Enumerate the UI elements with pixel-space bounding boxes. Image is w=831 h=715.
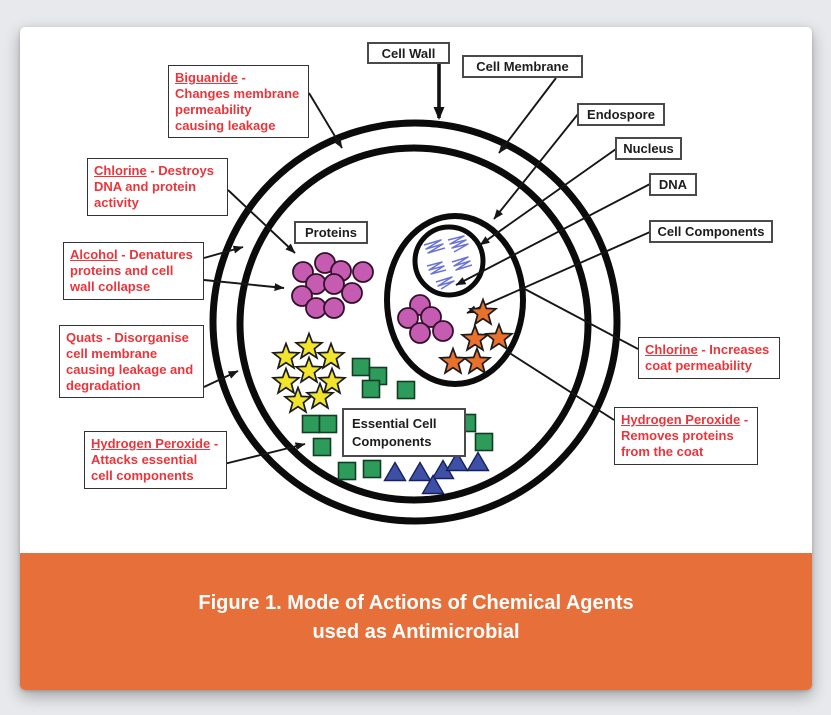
label-nucleus-text: Nucleus — [623, 141, 674, 156]
annotation-chlorine-increases-text: - Increases coat permeability — [645, 342, 770, 373]
protein-dot — [352, 261, 374, 283]
figure-caption-line2: used as Antimicrobial — [312, 621, 520, 643]
green-square — [337, 461, 357, 481]
label-nucleus: Nucleus — [615, 137, 682, 160]
label-cell-components-text: Cell Components — [657, 224, 765, 239]
green-square — [318, 414, 338, 434]
label-endospore-text: Endospore — [587, 107, 655, 122]
green-square — [474, 432, 494, 452]
protein-dot — [323, 273, 345, 295]
annotation-hydrogen-peroxide-attacks: Hydrogen Peroxide - Attacks essential ce… — [84, 431, 227, 489]
annotation-quats: Quats - Disorganise cell membrane causin… — [59, 325, 204, 399]
hydrogen-peroxide-attacks-arrow — [223, 442, 306, 465]
connector-arrows — [203, 64, 651, 465]
annotation-chlorine-increases-term: Chlorine — [645, 342, 698, 357]
annotation-chlorine-increases: Chlorine - Increases coat permeability — [638, 337, 780, 379]
annotation-hydrogen-peroxide-removes-text: - Removes proteins from the coat — [621, 412, 749, 459]
label-cell-wall: Cell Wall — [367, 42, 450, 64]
annotation-biguanide-text: - Changes membrane permeability causing … — [175, 70, 300, 133]
quats-arrow — [203, 370, 239, 388]
green-square — [312, 437, 332, 457]
hydrogen-peroxide-removes-line — [507, 351, 615, 421]
cell-components-arrow — [466, 231, 651, 314]
annotation-biguanide-term: Biguanide — [175, 70, 238, 85]
green-square — [301, 414, 321, 434]
figure-caption: Figure 1. Mode of Actions of Chemical Ag… — [20, 553, 812, 690]
annotation-hydrogen-peroxide-removes-term: Hydrogen Peroxide — [621, 412, 741, 427]
label-essential-cell-components: Essential Cell Components — [342, 408, 466, 457]
annotation-alcohol: Alcohol - Denatures proteins and cell wa… — [63, 242, 204, 300]
green-square — [351, 357, 371, 377]
alcohol-arrow-2 — [203, 279, 285, 292]
protein-dot — [341, 282, 363, 304]
chlorine-destroys-arrow — [227, 189, 296, 254]
label-essential-cell-components-text: Essential Cell Components — [352, 415, 437, 449]
biguanide-arrow — [308, 92, 343, 149]
annotation-chlorine-destroys: Chlorine - Destroys DNA and protein acti… — [87, 158, 228, 216]
dna-arrow — [455, 183, 651, 286]
endospore-arrow — [493, 113, 579, 220]
protein-dot — [323, 297, 345, 319]
dna-squiggles — [423, 235, 473, 290]
figure-caption-line1: Figure 1. Mode of Actions of Chemical Ag… — [198, 592, 634, 614]
label-endospore: Endospore — [577, 103, 665, 126]
label-cell-membrane: Cell Membrane — [462, 55, 583, 78]
annotation-alcohol-text: - Denatures proteins and cell wall colla… — [70, 247, 193, 294]
annotation-hydrogen-peroxide-attacks-term: Hydrogen Peroxide — [91, 436, 211, 451]
label-proteins-text: Proteins — [304, 225, 357, 240]
label-cell-membrane-text: Cell Membrane — [476, 59, 569, 74]
protein-dot — [409, 322, 431, 344]
green-square — [362, 459, 382, 479]
annotation-quats-text: - Disorganise cell membrane causing leak… — [66, 330, 194, 393]
label-cell-components: Cell Components — [649, 220, 773, 243]
annotation-quats-term: Quats — [66, 330, 103, 345]
cell-membrane-outline — [236, 144, 592, 504]
cell-membrane-arrow — [498, 77, 557, 154]
label-dna-text: DNA — [658, 177, 688, 192]
annotation-chlorine-destroys-text: - Destroys DNA and protein activity — [94, 163, 214, 210]
annotation-alcohol-term: Alcohol — [70, 247, 118, 262]
protein-dot — [305, 297, 327, 319]
annotation-hydrogen-peroxide-attacks-text: - Attacks essential cell components — [91, 436, 219, 483]
green-square — [361, 379, 381, 399]
label-proteins: Proteins — [294, 221, 368, 244]
chlorine-increases-line — [520, 286, 639, 350]
protein-dot — [432, 320, 454, 342]
label-cell-wall-text: Cell Wall — [381, 45, 436, 61]
annotation-chlorine-destroys-term: Chlorine — [94, 163, 147, 178]
annotation-hydrogen-peroxide-removes: Hydrogen Peroxide - Removes proteins fro… — [614, 407, 758, 465]
label-dna: DNA — [649, 173, 697, 196]
green-square — [396, 380, 416, 400]
annotation-biguanide: Biguanide - Changes membrane permeabilit… — [168, 65, 309, 139]
alcohol-arrow-1 — [203, 245, 244, 259]
nucleus-arrow — [479, 148, 617, 246]
